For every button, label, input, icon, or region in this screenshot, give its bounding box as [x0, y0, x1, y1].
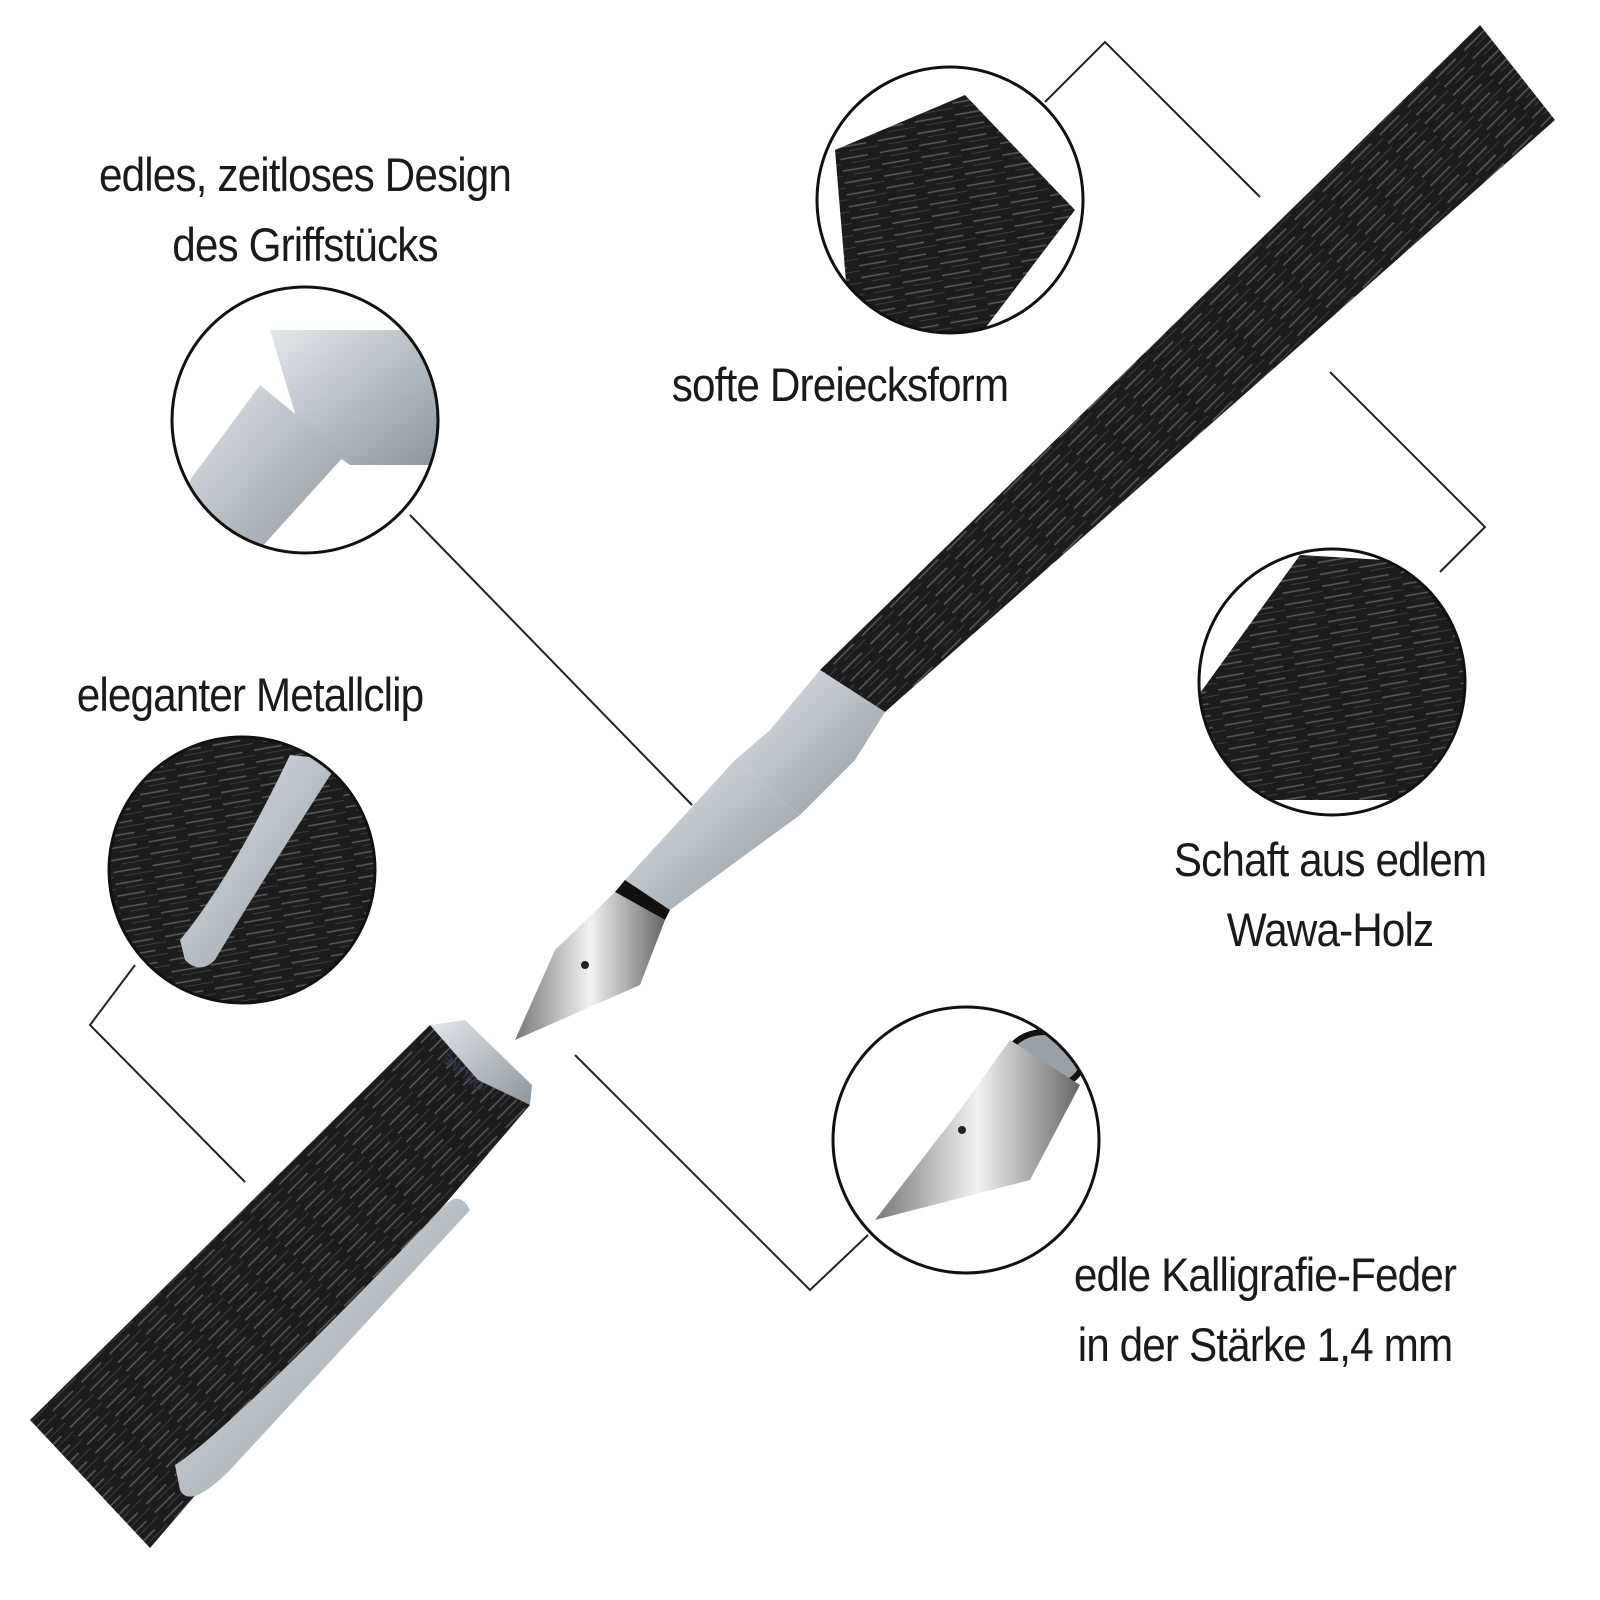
callout-shaft-line2: Wawa-Holz	[1226, 903, 1434, 956]
callout-grip-line2: des Griffstücks	[172, 218, 438, 271]
callout-shape-line1: softe Dreiecksform	[671, 358, 1009, 411]
callout-shaft: Schaft aus edlem Wawa-Holz	[1141, 825, 1519, 965]
callout-clip: eleganter Metallclip	[43, 660, 457, 730]
callout-grip: edles, zeitloses Design des Griffstücks	[80, 140, 530, 280]
detail-circle-grip	[170, 285, 440, 555]
pen-body	[515, 25, 1555, 1040]
callout-clip-line1: eleganter Metallclip	[76, 668, 424, 721]
detail-circle-clip	[107, 735, 377, 1005]
pen-cap: ONLINE	[30, 1020, 532, 1548]
detail-circle-nib	[831, 1005, 1101, 1275]
callout-shape: softe Dreiecksform	[642, 350, 1038, 420]
callout-shaft-line1: Schaft aus edlem	[1173, 833, 1487, 886]
detail-circle-shape	[815, 65, 1085, 335]
connector-lines	[88, 40, 1487, 1292]
detail-circle-shaft	[1197, 547, 1467, 817]
callout-nib: edle Kalligrafie-Feder in der Stärke 1,4…	[1045, 1240, 1486, 1380]
callout-nib-line1: edle Kalligrafie-Feder	[1073, 1248, 1457, 1301]
callout-nib-line2: in der Stärke 1,4 mm	[1077, 1318, 1453, 1371]
callout-grip-line1: edles, zeitloses Design	[99, 148, 512, 201]
